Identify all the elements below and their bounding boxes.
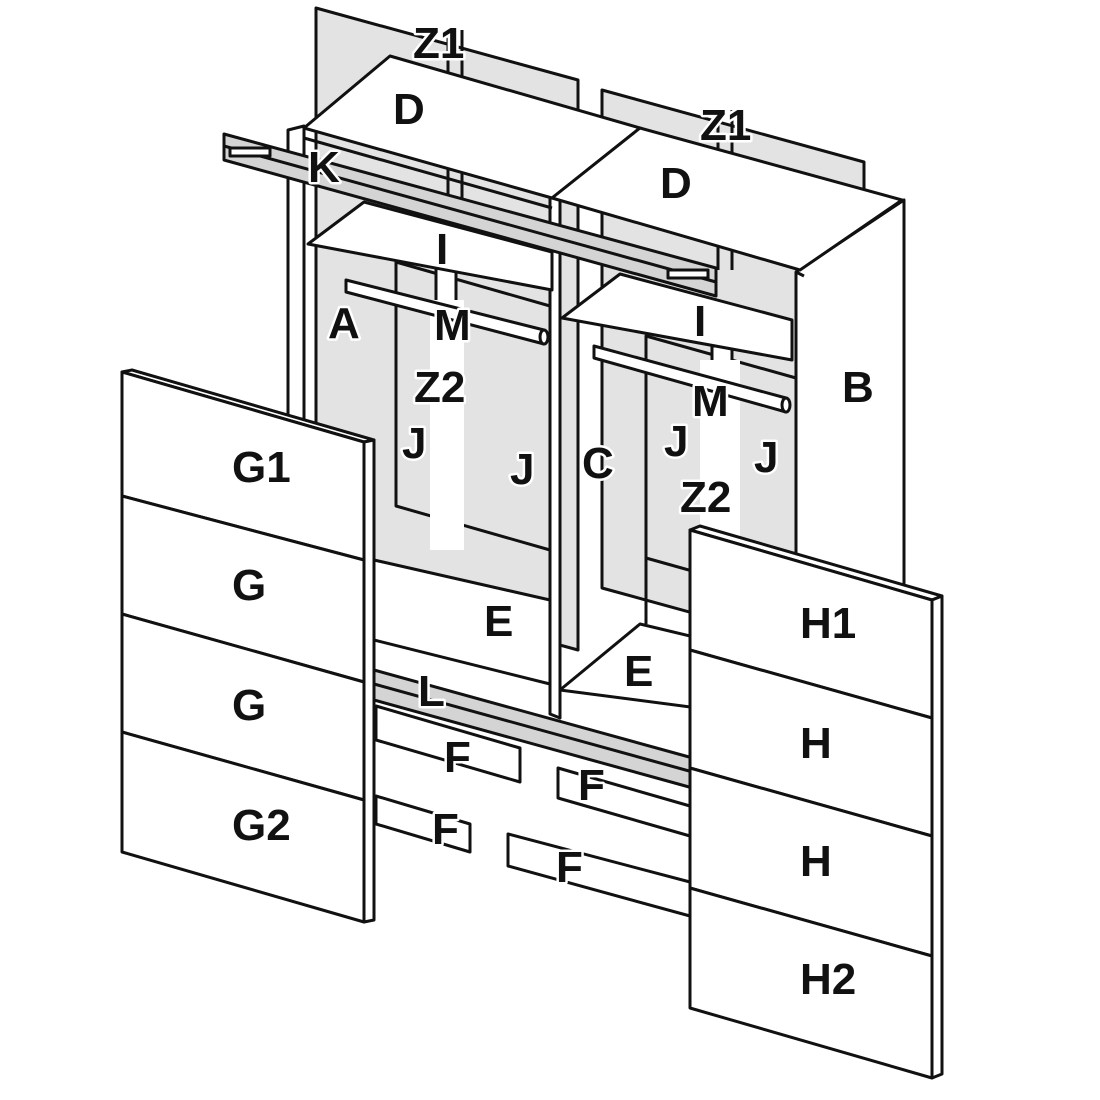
label-z1-left: Z1: [413, 19, 464, 68]
label-z1-right: Z1: [700, 101, 751, 150]
label-z2-left: Z2: [414, 363, 465, 412]
label-g-1: G: [232, 561, 266, 610]
shelf-i-right: [560, 272, 794, 362]
label-i-right: I: [694, 297, 706, 346]
label-f-4: F: [556, 843, 583, 892]
label-f-3: F: [432, 805, 459, 854]
rod-m-left: [344, 278, 550, 346]
label-m-right: M: [692, 377, 729, 426]
label-c: C: [582, 439, 614, 488]
rod-m-right: [592, 344, 792, 414]
label-k: K: [308, 143, 340, 192]
label-g2: G2: [232, 801, 291, 850]
label-z2-right: Z2: [680, 473, 731, 522]
label-j-4: J: [754, 433, 778, 482]
label-m-left: M: [434, 301, 471, 350]
plinth-f-1: [374, 704, 522, 784]
label-b: B: [842, 363, 874, 412]
label-d-right: D: [660, 159, 692, 208]
label-h-1: H: [800, 719, 832, 768]
plinth-f-4: [506, 832, 692, 918]
rail-k: [222, 132, 718, 298]
label-e-left: E: [484, 597, 513, 646]
plinth-f-3: [374, 794, 472, 854]
label-f-2: F: [578, 761, 605, 810]
label-j-2: J: [510, 445, 534, 494]
label-d-left: D: [393, 85, 425, 134]
label-j-1: J: [402, 419, 426, 468]
label-l: L: [418, 667, 445, 716]
label-h-2: H: [800, 837, 832, 886]
label-f-1: F: [444, 733, 471, 782]
top-panel-d-right: [550, 126, 904, 272]
label-g1: G1: [232, 443, 291, 492]
door-g-stack: [120, 368, 376, 924]
label-e-right: E: [624, 647, 653, 696]
door-h-stack: [688, 524, 944, 1080]
label-a: A: [328, 299, 360, 348]
label-g-2: G: [232, 681, 266, 730]
label-i-left: I: [436, 225, 448, 274]
label-h1: H1: [800, 599, 856, 648]
label-h2: H2: [800, 955, 856, 1004]
label-j-3: J: [664, 417, 688, 466]
